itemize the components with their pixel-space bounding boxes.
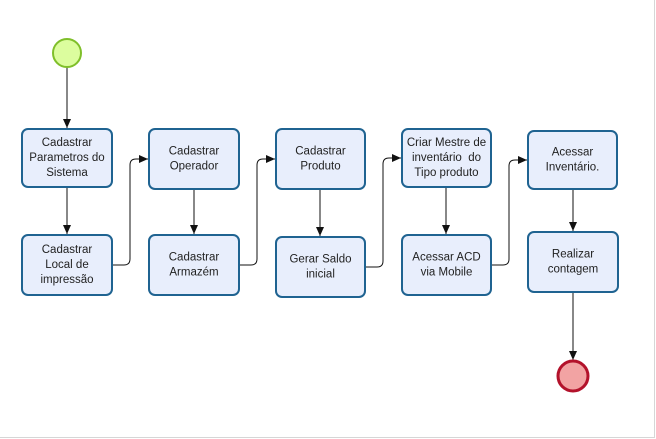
end-event[interactable] [556,359,590,393]
task-label-line: contagem [548,264,599,276]
task-box [148,128,240,190]
task-box [148,234,240,296]
task-label-line: Sistema [46,167,88,179]
task-label-line: Tipo produto [414,167,478,179]
task-label-line: Produto [300,161,340,173]
task-t8[interactable]: Acessar ACD via Mobile [401,234,492,296]
task-label-line: Cadastrar [42,244,93,256]
task-label-line: Parametros do [29,152,104,164]
task-label-line: Local de [45,259,88,271]
task-label-line: impressão [40,274,93,286]
task-label-line: Cadastrar [169,252,220,264]
start-event[interactable] [52,38,82,68]
task-label-line: Operador [170,161,219,173]
task-label-line: Acessar ACD [412,252,480,264]
task-box [275,236,366,298]
task-box [527,130,618,190]
task-box [401,128,492,188]
flow-t8-t9-arrow [491,156,527,266]
flow-t4-t5-arrow [239,155,275,266]
task-t6[interactable]: Gerar Saldo inicial [275,236,366,298]
task-label-line: Realizar [552,249,594,261]
task-label-line: via Mobile [421,267,473,279]
task-label-line: Cadastrar [42,137,93,149]
flow-t6-t7-arrow [365,154,401,268]
task-t10[interactable]: Realizar contagem [527,231,619,293]
task-label-line: inicial [306,269,335,281]
task-label-line: inventário do [412,152,481,164]
task-box [21,128,113,188]
task-box [401,234,492,296]
task-label-line: Inventário. [546,162,600,174]
task-t7[interactable]: Criar Mestre de inventário do Tipo produto [401,128,492,188]
task-label-line: Acessar [552,147,594,159]
task-box [527,231,619,293]
task-label-line: Cadastrar [169,146,220,158]
task-box [275,128,366,190]
task-label-line: Gerar Saldo [289,254,351,266]
sequence-flows [63,67,577,360]
task-label-line: Cadastrar [295,146,346,158]
task-label-line: Criar Mestre de [407,137,486,149]
task-label-line: Armazém [169,267,218,279]
flow-t2-t3-arrow [112,155,148,266]
task-box [21,234,113,296]
